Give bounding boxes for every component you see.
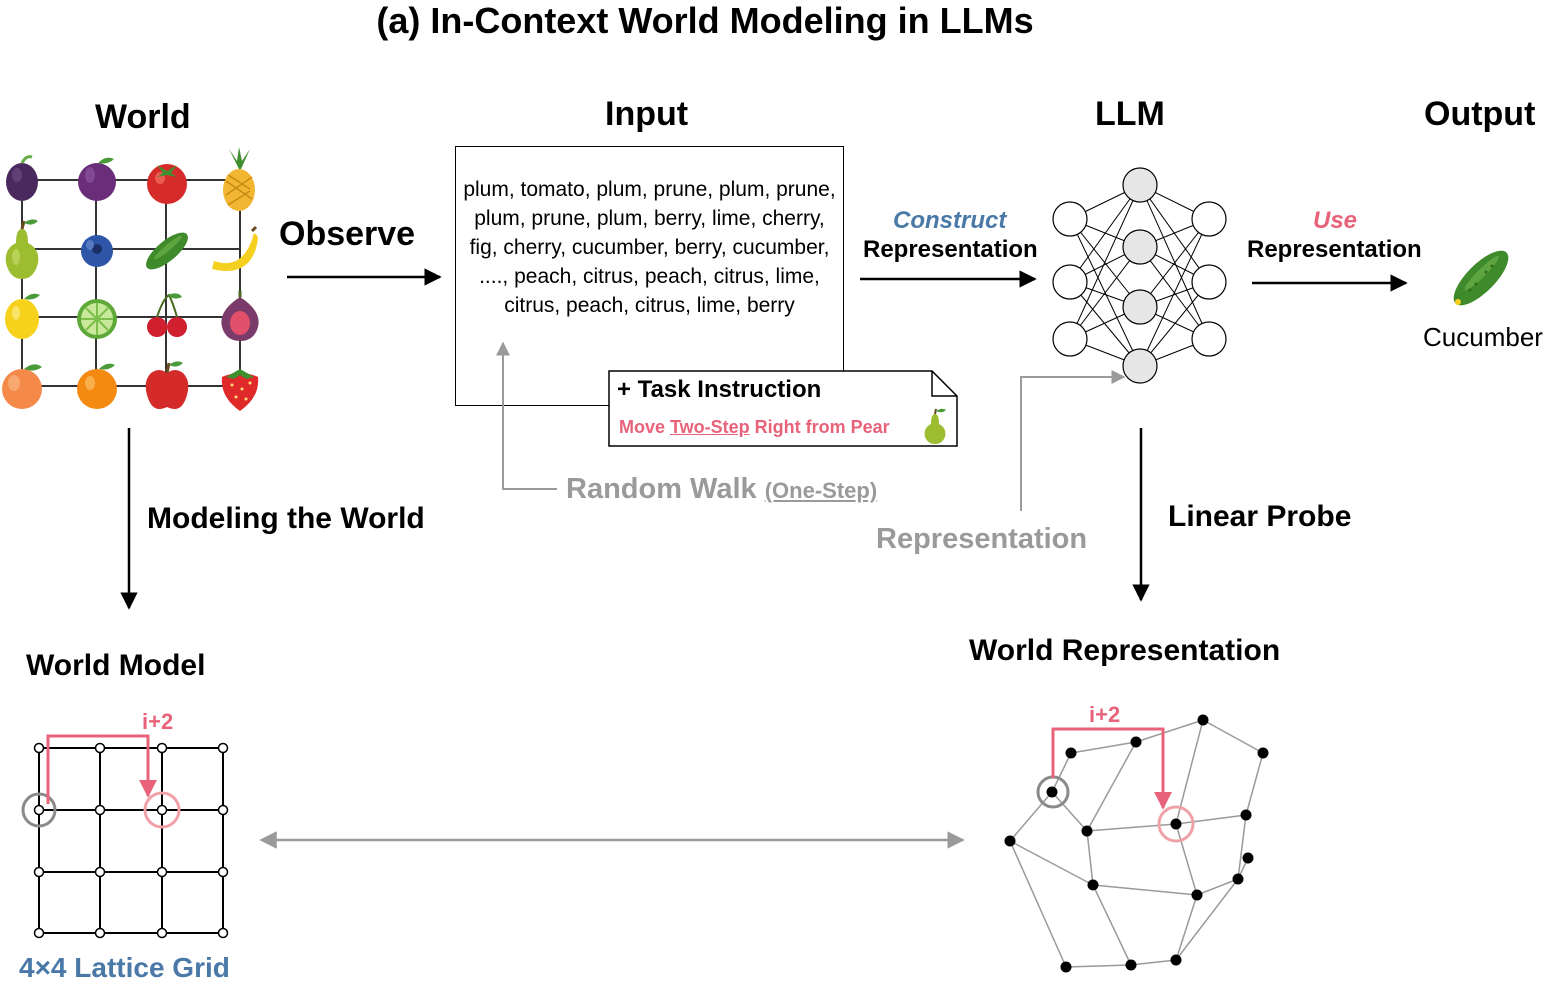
apple-icon <box>145 361 189 409</box>
llm-header: LLM <box>1095 95 1165 133</box>
linear-probe-label: Linear Probe <box>1168 500 1352 533</box>
world-model-header: World Model <box>26 649 206 682</box>
world-header: World <box>95 98 191 136</box>
representation-feedback-label: Representation <box>876 523 1088 555</box>
task-instruction-text: Move Two-Step Right from Pear <box>619 417 890 438</box>
rep-step-path <box>1051 727 1172 810</box>
representation-graph-nodes <box>1004 714 1269 973</box>
banana-icon <box>212 225 258 271</box>
plum-icon <box>78 157 116 201</box>
task-prefix: Move <box>619 417 671 437</box>
construct-label: Construct <box>893 207 1007 234</box>
one-step-text: (One-Step) <box>764 478 878 503</box>
random-walk-arrow <box>496 341 557 490</box>
fruit-grid-lines <box>21 179 241 387</box>
world-representation-header: World Representation <box>969 634 1281 667</box>
use-label: Use <box>1313 207 1358 234</box>
lattice-lines <box>38 747 224 934</box>
task-suffix: Right from Pear <box>749 417 890 437</box>
figure-title: (a) In-Context World Modeling in LLMs <box>376 0 1034 41</box>
lattice-step-path <box>46 734 157 804</box>
orange-icon <box>77 363 117 409</box>
strawberry-icon <box>221 369 259 411</box>
construct-representation-label: Representation <box>863 236 1038 263</box>
lattice-target-highlight <box>143 791 181 829</box>
blueberry-icon <box>81 235 113 267</box>
fig-icon <box>221 291 259 341</box>
neural-network-icon <box>1052 167 1227 384</box>
pineapple-icon <box>223 147 255 211</box>
task-instruction-title: + Task Instruction <box>617 376 822 403</box>
pear-icon <box>924 408 946 444</box>
use-representation-label: Representation <box>1247 236 1422 263</box>
rep-target-highlight <box>1157 805 1195 843</box>
lattice-i-plus-2-label: i+2 <box>142 709 174 734</box>
cucumber-icon <box>146 232 188 270</box>
lattice-grid <box>33 742 229 939</box>
representation-graph-edges <box>1009 719 1264 968</box>
cucumber-output-icon <box>1453 250 1509 306</box>
input-header: Input <box>605 95 689 133</box>
lattice-nodes <box>33 742 229 939</box>
random-walk-text: Random Walk <box>566 473 757 505</box>
output-header: Output <box>1424 95 1536 133</box>
input-sequence-text: plum, tomato, plum, prune, plum, prune, … <box>463 178 836 317</box>
lattice-start-highlight <box>21 792 57 828</box>
observe-label: Observe <box>279 215 416 253</box>
nn-nodes <box>1052 167 1227 384</box>
input-box <box>455 146 844 406</box>
lemon-icon <box>5 293 40 339</box>
random-walk-label: Random Walk (One-Step) <box>566 473 877 506</box>
cherry-icon <box>147 293 187 337</box>
representation-feedback-arrow <box>1020 370 1126 511</box>
task-instruction-note <box>608 370 958 447</box>
tomato-icon <box>147 164 187 204</box>
prune-icon <box>6 155 38 201</box>
lime-icon <box>77 299 117 339</box>
output-value: Cucumber <box>1423 322 1543 352</box>
fruit-world-grid <box>2 147 259 411</box>
pear-icon <box>5 219 39 279</box>
modeling-world-label: Modeling the World <box>147 502 425 535</box>
rep-i-plus-2-label: i+2 <box>1089 702 1121 727</box>
nn-edges <box>1069 184 1210 367</box>
task-emphasis: Two-Step <box>670 417 750 437</box>
lattice-grid-label: 4×4 Lattice Grid <box>19 952 230 983</box>
peach-icon <box>2 364 42 409</box>
